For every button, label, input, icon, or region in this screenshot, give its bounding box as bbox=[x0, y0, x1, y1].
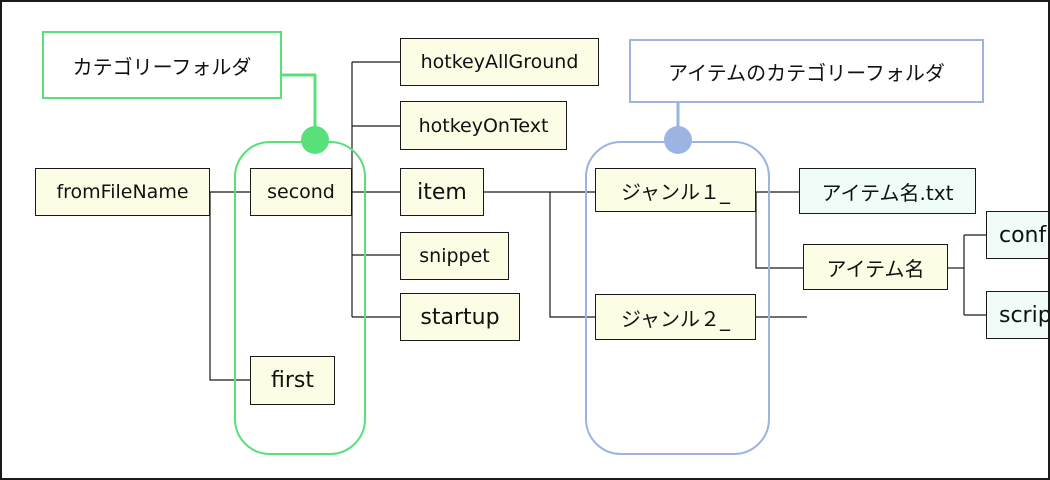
category-folder-group bbox=[234, 141, 366, 455]
hotkeyallground-node[interactable]: hotkeyAllGround bbox=[400, 38, 599, 86]
genre1-node[interactable]: ジャンル１_ bbox=[595, 168, 756, 212]
category-folder-callout: カテゴリーフォルダ bbox=[42, 31, 282, 99]
link-fromfilename-first bbox=[209, 192, 250, 381]
genre2-node[interactable]: ジャンル２_ bbox=[595, 294, 756, 340]
conf-node[interactable]: conf bbox=[986, 211, 1048, 259]
item-category-pointer-dot bbox=[664, 126, 692, 154]
scrip-node[interactable]: scrip bbox=[986, 291, 1048, 339]
link-genre1-itemname bbox=[755, 192, 803, 269]
hotkeyontext-node[interactable]: hotkeyOnText bbox=[400, 101, 567, 150]
item-name-txt-node[interactable]: アイテム名.txt bbox=[799, 168, 976, 214]
item-node[interactable]: item bbox=[400, 168, 484, 216]
category-pointer-line bbox=[281, 73, 317, 135]
startup-node[interactable]: startup bbox=[400, 293, 520, 341]
link-item-genre2 bbox=[549, 192, 595, 318]
item-name-node[interactable]: アイテム名 bbox=[803, 244, 948, 290]
category-pointer-dot bbox=[301, 126, 329, 154]
second-node[interactable]: second bbox=[250, 168, 352, 216]
snippet-node[interactable]: snippet bbox=[400, 232, 509, 280]
item-category-folder-group bbox=[585, 141, 770, 455]
item-category-folder-callout: アイテムのカテゴリーフォルダ bbox=[629, 39, 984, 103]
fromfilename-node[interactable]: fromFileName bbox=[35, 168, 210, 216]
first-node[interactable]: first bbox=[250, 356, 335, 405]
